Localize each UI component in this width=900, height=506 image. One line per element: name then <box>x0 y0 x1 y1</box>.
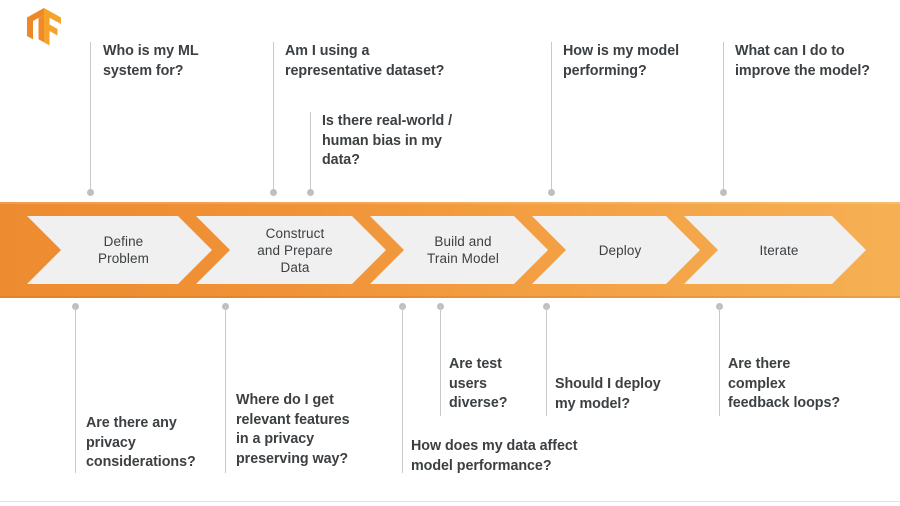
pipeline-step-label: Construct and Prepare Data <box>257 225 333 275</box>
question-below-6: Are there complex feedback loops? <box>728 356 841 411</box>
pipeline-step-construct-and-prepare-data[interactable]: Construct and Prepare Data <box>196 216 386 284</box>
pipeline-band: Define Problem Construct and Prepare Dat… <box>0 202 900 298</box>
question-above-5: What can I do to improve the model? <box>735 43 870 79</box>
connector-dot-top-2 <box>270 189 277 196</box>
tensorflow-logo <box>24 6 64 48</box>
question-below-2: Where do I get relevant features in a pr… <box>236 392 350 467</box>
band-top-highlight <box>0 202 900 204</box>
question-below-1: Are there any privacy considerations? <box>86 415 196 470</box>
connector-line-top-5 <box>723 42 724 192</box>
connector-line-top-2 <box>273 42 274 192</box>
connector-line-top-1 <box>90 42 91 192</box>
question-above-1: Who is my ML system for? <box>103 43 199 79</box>
pipeline-step-label: Build and Train Model <box>427 234 499 266</box>
connector-line-bottom-2 <box>225 306 226 473</box>
connector-line-bottom-4 <box>440 306 441 416</box>
pipeline-step-deploy[interactable]: Deploy <box>532 216 700 284</box>
pipeline-step-build-and-train-model[interactable]: Build and Train Model <box>370 216 548 284</box>
slide-bottom-edge <box>0 501 900 506</box>
connector-dot-top-4 <box>548 189 555 196</box>
connector-line-top-3 <box>310 112 311 192</box>
question-below-3: Are test users diverse? <box>449 356 508 411</box>
question-above-2: Am I using a representative dataset? <box>285 43 445 79</box>
pipeline-step-define-problem[interactable]: Define Problem <box>27 216 212 284</box>
connector-line-bottom-3 <box>402 306 403 473</box>
connector-line-top-4 <box>551 42 552 192</box>
connector-dot-top-1 <box>87 189 94 196</box>
pipeline-step-label: Deploy <box>598 242 642 258</box>
question-above-3: Is there real-world / human bias in my d… <box>322 113 453 168</box>
connector-line-bottom-5 <box>546 306 547 416</box>
question-above-4: How is my model performing? <box>563 43 680 79</box>
connector-line-bottom-1 <box>75 306 76 473</box>
pipeline-step-label: Define Problem <box>98 234 149 266</box>
pipeline-step-iterate[interactable]: Iterate <box>684 216 866 284</box>
band-bottom-shadow <box>0 296 900 298</box>
pipeline-step-label: Iterate <box>759 242 799 258</box>
connector-dot-top-3 <box>307 189 314 196</box>
connector-dot-top-5 <box>720 189 727 196</box>
question-below-5: Should I deploy my model? <box>555 376 661 412</box>
question-below-4: How does my data affect model performanc… <box>411 438 578 474</box>
connector-line-bottom-6 <box>719 306 720 416</box>
